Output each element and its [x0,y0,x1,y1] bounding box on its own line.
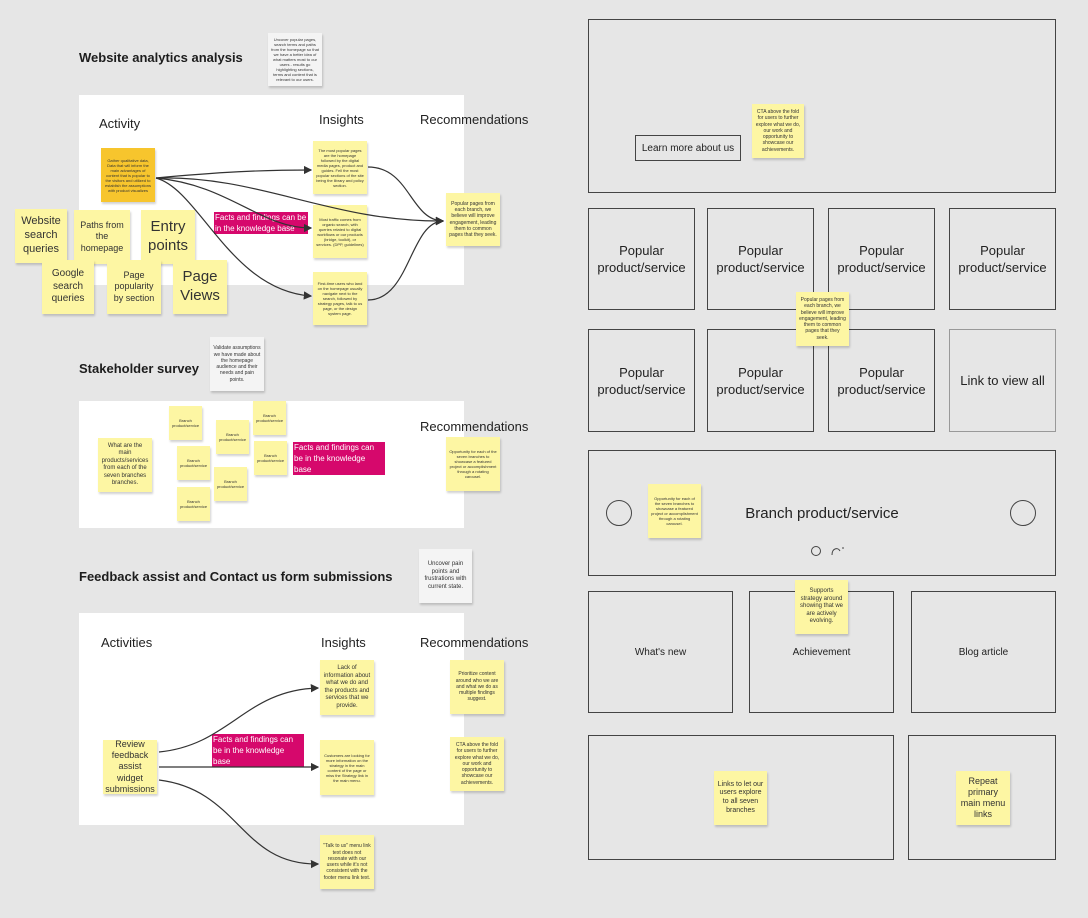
feedback-recommendation-1[interactable]: Prioritize content around who we are and… [450,660,504,714]
analytics-insight-3[interactable]: First-time users who land on the homepag… [313,272,367,325]
arrow-activity-recommendation [155,177,445,226]
feedback-activity[interactable]: Review feedback assist widget submission… [103,739,157,794]
branch-carousel[interactable]: Branch product/service [588,450,1056,576]
popular-product-card-1[interactable]: Popular product/service [588,208,695,310]
analytics-knowledge-tag: Facts and findings can be in the knowled… [214,212,308,234]
popular-product-card-5[interactable]: Popular product/service [588,329,695,432]
footer-menu-area [908,735,1056,860]
survey-recommendation[interactable]: Opportunity for each of the seven branch… [446,437,500,491]
feedback-knowledge-tag: Facts and findings can be in the knowled… [212,734,304,767]
popular-product-card-2[interactable]: Popular product/service [707,208,814,310]
footer-links-area [588,735,894,860]
feedback-recommendation-2[interactable]: CTA above the fold for users to further … [450,737,504,791]
analytics-col-activity: Activity [99,116,141,131]
carousel-dot-icon[interactable] [811,546,821,556]
branch-sticky-2[interactable]: Branch product/service [253,401,286,435]
popular-product-card-6[interactable]: Popular product/service [707,329,814,432]
wireframe-hero [588,19,1056,193]
branch-sticky-4[interactable]: Branch product/service [177,446,210,480]
hero-cta-note[interactable]: CTA above the fold for users to further … [752,104,804,158]
branch-sticky-7[interactable]: Branch product/service [177,487,210,521]
analytics-activity-note[interactable]: Gather qualitative data, Data that will … [101,148,155,202]
sticky-paths-from-homepage[interactable]: Paths from the homepage [74,210,130,264]
feedback-col-activities: Activities [101,635,153,650]
arrow-feedback-insight-1 [158,684,320,753]
sticky-website-search-queries[interactable]: Website search queries [15,209,67,263]
feedback-insight-3[interactable]: "Talk to us" menu link text does not res… [320,835,374,889]
branch-sticky-6[interactable]: Branch product/service [214,467,247,501]
arrow-activity-insight-1 [155,165,313,179]
sticky-page-views[interactable]: Page Views [173,260,227,314]
arrow-insight-3-recommendation [367,217,445,301]
learn-more-button[interactable]: Learn more about us [635,135,741,161]
feedback-insight-1[interactable]: Lack of information about what we do and… [320,660,374,715]
feedback-col-insights: Insights [321,635,366,650]
arrow-activity-insight-2 [155,177,313,233]
footer-links-note[interactable]: Links to let our users explore to all se… [714,771,767,825]
survey-goal-note[interactable]: Validate assumptions we have made about … [210,337,264,391]
feedback-title: Feedback assist and Contact us form subm… [79,569,393,584]
analytics-goal-note[interactable]: Uncover popular pages, search terms and … [268,33,322,86]
arrow-activity-insight-3 [155,177,313,300]
popular-product-card-7[interactable]: Popular product/service [828,329,935,432]
view-all-link[interactable]: Link to view all [949,329,1056,432]
sticky-page-popularity[interactable]: Page popularity by section [107,260,161,314]
feedback-insight-2[interactable]: Customers are looking for more informati… [320,740,374,795]
branch-sticky-5[interactable]: Branch product/service [254,441,287,475]
branch-sticky-3[interactable]: Branch product/service [216,420,249,454]
analytics-recommendation[interactable]: Popular pages from each branch, we belie… [446,193,500,246]
carousel-note[interactable]: Opportunity for each of the seven branch… [648,484,701,538]
blog-article-card[interactable]: Blog article [911,591,1056,713]
survey-col-recommendations: Recommendations [420,419,529,434]
analytics-title: Website analytics analysis [79,50,243,65]
sticky-google-search-queries[interactable]: Google search queries [42,260,94,314]
grid-note[interactable]: Popular pages from each branch, we belie… [796,292,849,346]
carousel-prev-icon[interactable] [606,500,632,526]
arrow-feedback-insight-3 [158,779,320,869]
analytics-insight-1[interactable]: The most popular pages are the homepage … [313,141,367,194]
survey-question[interactable]: What are the main products/services from… [98,438,152,492]
carousel-next-icon[interactable] [1010,500,1036,526]
analytics-insight-2[interactable]: Most traffic comes from organic search, … [313,205,367,258]
analytics-col-insights: Insights [319,112,364,127]
analytics-col-recommendations: Recommendations [420,112,529,127]
whats-new-card[interactable]: What's new [588,591,733,713]
feedback-col-recommendations: Recommendations [420,635,529,650]
popular-product-card-3[interactable]: Popular product/service [828,208,935,310]
footer-menu-note[interactable]: Repeat primary main menu links [956,771,1010,825]
arrow-insight-1-recommendation [367,166,445,225]
sticky-entry-points[interactable]: Entry points [141,210,195,264]
feedback-goal-note[interactable]: Uncover pain points and frustrations wit… [419,549,472,603]
achievement-note[interactable]: Supports strategy around showing that we… [795,580,848,634]
branch-sticky-1[interactable]: Branch product/service [169,406,202,440]
popular-product-card-4[interactable]: Popular product/service [949,208,1056,310]
survey-title: Stakeholder survey [79,361,199,376]
survey-knowledge-tag: Facts and findings can be in the knowled… [293,442,385,475]
carousel-dot-fragment-icon [828,544,852,556]
